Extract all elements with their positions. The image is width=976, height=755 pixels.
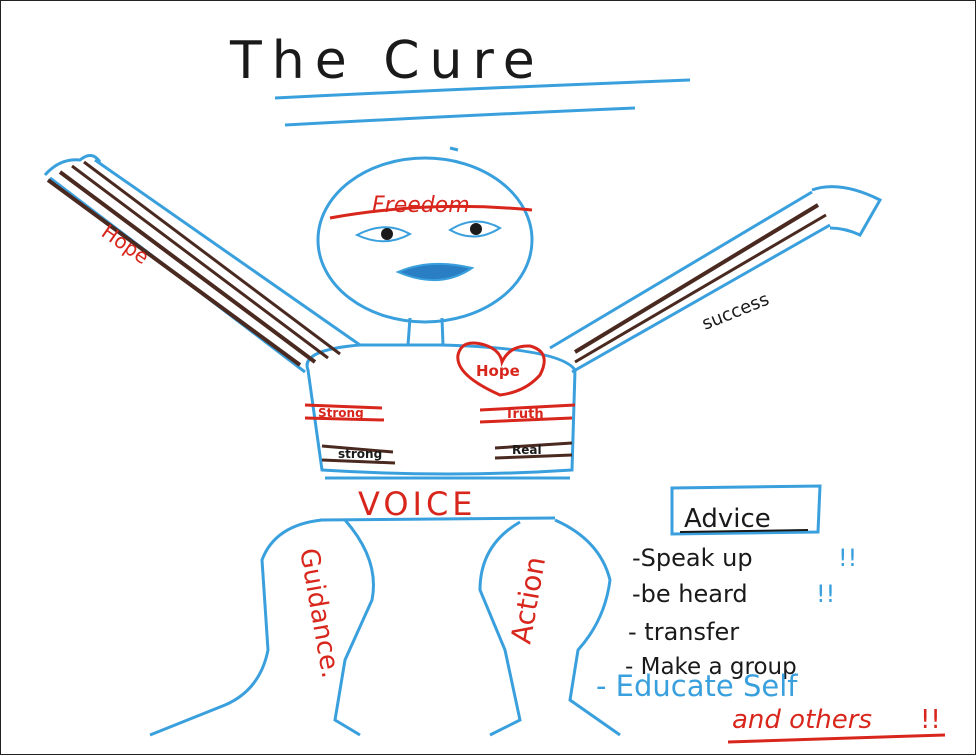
right-arm [550,187,880,372]
left-arm [45,155,360,372]
right-arm-label: success [699,289,772,335]
advice-item-2-mark: !! [816,580,835,608]
mouth [398,264,472,280]
advice-heading: Advice [684,504,771,534]
advice-item-1: -Speak up [632,544,753,572]
chest-right-1-label: Truth [505,407,544,422]
advice-educate-line2: and others [732,705,872,735]
right-leg-label: Action [504,554,552,646]
head-label: Freedom [372,193,470,218]
left-leg [150,520,373,735]
advice-item-1-mark: !! [838,544,857,572]
advice-item-3: - transfer [628,618,739,646]
chest-left-1-label: Strong [318,406,364,420]
left-arm-label: Hope [97,219,154,269]
advice-educate-mark: !! [920,705,941,735]
left-eye [357,227,410,241]
advice-item-2: -be heard [632,580,748,608]
educate-underline [728,735,945,742]
title-underline-2 [285,108,635,125]
heart-label: Hope [476,362,520,380]
chest-left-2-label: strong [338,447,382,461]
left-leg-label: Guidance. [293,546,345,681]
advice-educate-line1: - Educate Self [596,669,798,703]
dot-mark [450,148,458,150]
chest-right-2-label: Real [512,443,542,457]
head [318,158,532,322]
right-eye [450,221,500,236]
waist-label: VOICE [358,485,477,523]
title-text: The Cure [229,31,545,91]
